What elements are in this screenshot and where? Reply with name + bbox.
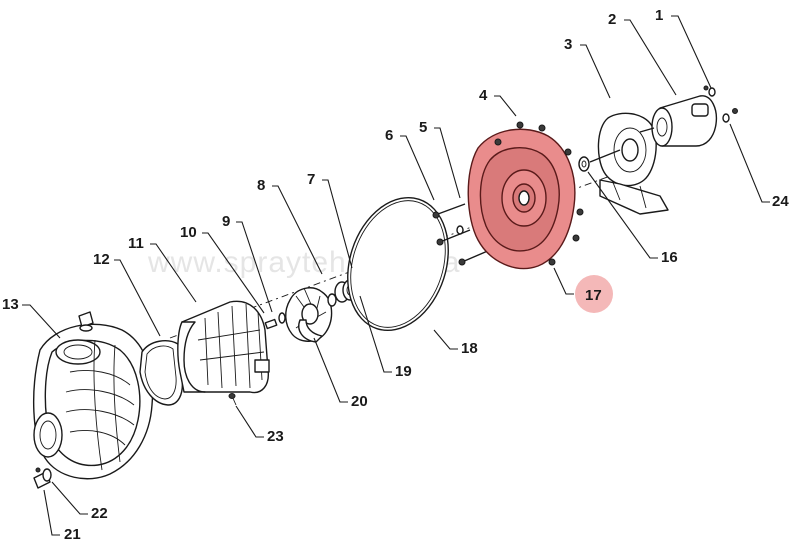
callout-19: 19 <box>395 363 412 380</box>
part-24-bolt <box>722 108 738 123</box>
callout-4: 4 <box>479 87 488 104</box>
part-10-impeller-screw <box>264 312 286 330</box>
callout-11: 11 <box>128 235 144 252</box>
part-8-impeller <box>285 287 333 343</box>
callout-16: 16 <box>661 249 678 266</box>
part-17-adapter-plate <box>467 121 584 270</box>
callout-3: 3 <box>564 36 572 53</box>
part-11-casing-insert <box>177 300 270 394</box>
callout-10: 10 <box>180 224 197 241</box>
callout-6: 6 <box>385 127 393 144</box>
callout-2: 2 <box>608 11 616 28</box>
part-1-bolt <box>703 85 716 97</box>
callout-24: 24 <box>772 193 789 210</box>
part-18-large-o-ring <box>347 196 449 332</box>
callout-22: 22 <box>91 505 108 522</box>
callout-7: 7 <box>307 171 315 188</box>
part-16-washer <box>578 156 590 172</box>
part-12-gasket <box>139 340 184 406</box>
callout-20: 20 <box>351 393 368 410</box>
callout-leaders <box>22 15 770 536</box>
part-5-stud <box>436 225 491 266</box>
callout-1: 1 <box>655 7 663 24</box>
callout-23: 23 <box>267 428 284 445</box>
callout-18: 18 <box>461 340 478 357</box>
part-6-bolt <box>432 203 466 219</box>
callout-13: 13 <box>2 296 19 313</box>
callout-17: 17 <box>585 287 602 304</box>
highlight-badge-17 <box>575 275 613 313</box>
part-13-volute-housing <box>33 323 154 480</box>
callout-21: 21 <box>64 526 81 543</box>
callout-9: 9 <box>222 213 230 230</box>
callout-5: 5 <box>419 119 427 136</box>
callout-12: 12 <box>93 251 110 268</box>
callout-8: 8 <box>257 177 265 194</box>
part-2-hydraulic-motor <box>639 95 718 147</box>
fill-plug <box>78 311 94 332</box>
part-21-drain-plug <box>33 468 52 489</box>
part-23-bolt <box>228 393 237 406</box>
